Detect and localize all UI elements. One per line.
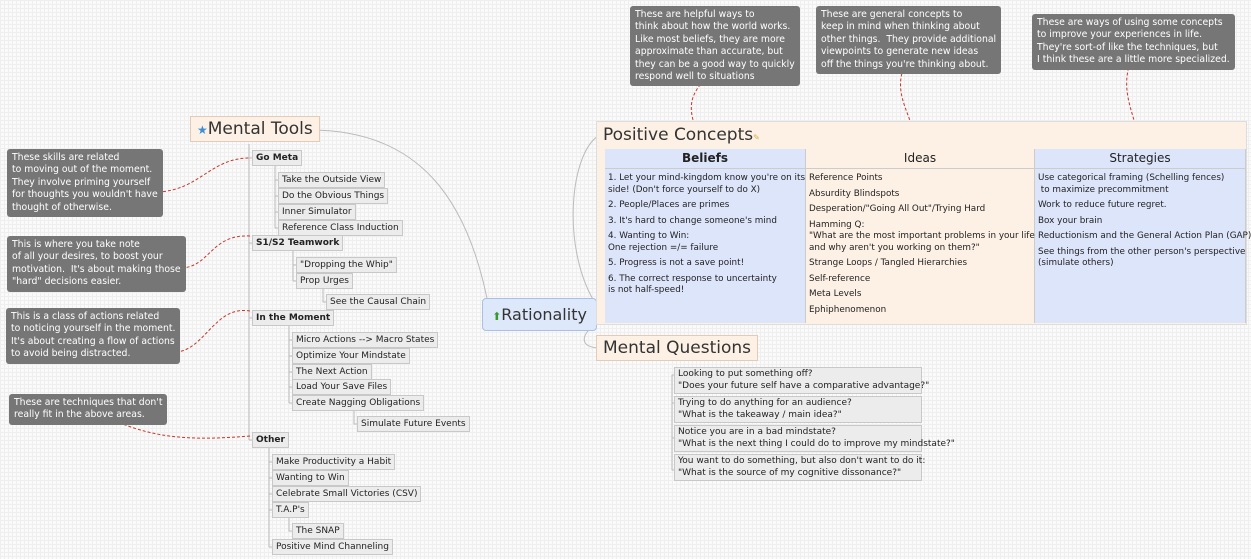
belief-item[interactable]: 1. Let your mind-kingdom know you're on … bbox=[608, 173, 806, 195]
question-item[interactable]: Notice you are in a bad mindstate? "What… bbox=[674, 425, 955, 452]
belief-item[interactable]: 3. It's hard to change someone's mind bbox=[608, 215, 777, 226]
subtopic-node[interactable]: Positive Mind Channeling bbox=[272, 539, 393, 555]
other-note: These are techniques that don't really f… bbox=[9, 394, 168, 425]
belief-item[interactable]: 6. The correct response to uncertainty i… bbox=[608, 273, 777, 296]
strategies-note: These are ways of using some concepts to… bbox=[1032, 14, 1235, 70]
mental-questions-topic[interactable]: Mental Questions bbox=[596, 335, 759, 361]
relationship-arrows bbox=[117, 69, 1141, 439]
question-item[interactable]: Trying to do anything for an audience? "… bbox=[674, 396, 922, 423]
mental-tools-topic[interactable]: ★Mental Tools bbox=[190, 116, 320, 142]
subtopic-node[interactable]: T.A.P's bbox=[272, 502, 309, 518]
subtopic-node[interactable]: Micro Actions --> Macro States bbox=[292, 332, 439, 348]
question-item[interactable]: Looking to put something off? "Does your… bbox=[674, 367, 929, 394]
beliefs-column: Beliefs 1. Let your mind-kingdom know yo… bbox=[605, 149, 806, 323]
green-up-arrow-icon: ⬆ bbox=[492, 310, 502, 323]
teamwork-note: This is where you take note of all your … bbox=[7, 236, 186, 292]
ideas-header[interactable]: Ideas bbox=[806, 149, 1034, 169]
idea-item[interactable]: Meta Levels bbox=[809, 289, 862, 299]
belief-item[interactable]: 4. Wanting to Win: One rejection =/= fai… bbox=[608, 231, 719, 253]
subtopic-node[interactable]: Do the Obvious Things bbox=[278, 188, 389, 204]
idea-item[interactable]: Ephiphenomenon bbox=[809, 304, 887, 315]
subtopic-node[interactable]: Create Nagging Obligations bbox=[292, 395, 425, 411]
beliefs-header[interactable]: Beliefs bbox=[605, 149, 805, 169]
subtopic-node[interactable]: Inner Simulator bbox=[278, 204, 356, 220]
subtopic-node[interactable]: Wanting to Win bbox=[272, 470, 349, 486]
subtopic-node[interactable]: Celebrate Small Victories (CSV) bbox=[272, 486, 422, 502]
in-the-moment-note: This is a class of actions related to no… bbox=[6, 308, 181, 364]
belief-item[interactable]: 2. People/Places are primes bbox=[608, 200, 730, 210]
subtopic-node[interactable]: The Next Action bbox=[292, 364, 372, 380]
idea-item[interactable]: Strange Loops / Tangled Hierarchies bbox=[809, 258, 968, 268]
ideas-column: Ideas Reference Points Absurdity Blindsp… bbox=[806, 149, 1038, 323]
idea-item[interactable]: Absurdity Blindspots bbox=[809, 188, 900, 199]
belief-item[interactable]: 5. Progress is not a save point! bbox=[608, 258, 745, 268]
subtopic-node[interactable]: Make Productivity a Habit bbox=[272, 454, 396, 470]
strategy-item[interactable]: Use categorical framing (Schelling fence… bbox=[1038, 173, 1225, 195]
strategies-column: Strategies Use categorical framing (Sche… bbox=[1035, 149, 1251, 323]
subtopic-node[interactable]: Reference Class Induction bbox=[278, 220, 403, 236]
other-node[interactable]: Other bbox=[252, 432, 289, 448]
ideas-note: These are general concepts to keep in mi… bbox=[816, 6, 1002, 75]
go-meta-note: These skills are related to moving out o… bbox=[7, 149, 163, 218]
strategy-item[interactable]: Reductionism and the General Action Plan… bbox=[1038, 231, 1251, 241]
idea-item[interactable]: Desperation/"Going All Out"/Trying Hard bbox=[809, 204, 986, 214]
subtopic-node[interactable]: Simulate Future Events bbox=[357, 416, 470, 432]
s1s2-teamwork-node[interactable]: S1/S2 Teamwork bbox=[252, 235, 344, 251]
subtopic-node[interactable]: Take the Outside View bbox=[278, 172, 386, 188]
subtopic-node[interactable]: See the Causal Chain bbox=[326, 294, 431, 310]
star-icon: ★ bbox=[197, 123, 208, 137]
strategy-item[interactable]: Work to reduce future regret. bbox=[1038, 200, 1167, 210]
sticky-icon: ✎ bbox=[753, 133, 760, 142]
central-topic[interactable]: ⬆Rationality bbox=[482, 298, 597, 331]
idea-item[interactable]: Reference Points bbox=[809, 173, 883, 183]
strategy-item[interactable]: See things from the other person's persp… bbox=[1038, 246, 1246, 269]
subtopic-node[interactable]: Load Your Save Files bbox=[292, 379, 392, 395]
idea-item[interactable]: Hamming Q: "What are the most important … bbox=[809, 219, 1038, 253]
subtopic-node[interactable]: The SNAP bbox=[292, 523, 344, 539]
go-meta-node[interactable]: Go Meta bbox=[252, 150, 303, 166]
subtopic-node[interactable]: Optimize Your Mindstate bbox=[292, 348, 410, 364]
positive-concepts-title[interactable]: Positive Concepts✎ bbox=[603, 125, 760, 145]
subtopic-node[interactable]: Prop Urges bbox=[296, 273, 353, 289]
strategies-header[interactable]: Strategies bbox=[1035, 149, 1245, 169]
strategy-item[interactable]: Box your brain bbox=[1038, 215, 1103, 226]
beliefs-note: These are helpful ways to think about ho… bbox=[630, 6, 800, 87]
in-the-moment-node[interactable]: In the Moment bbox=[252, 310, 335, 326]
question-item[interactable]: You want to do something, but also don't… bbox=[674, 454, 925, 481]
idea-item[interactable]: Self-reference bbox=[809, 273, 871, 284]
subtopic-node[interactable]: "Dropping the Whip" bbox=[296, 257, 397, 273]
